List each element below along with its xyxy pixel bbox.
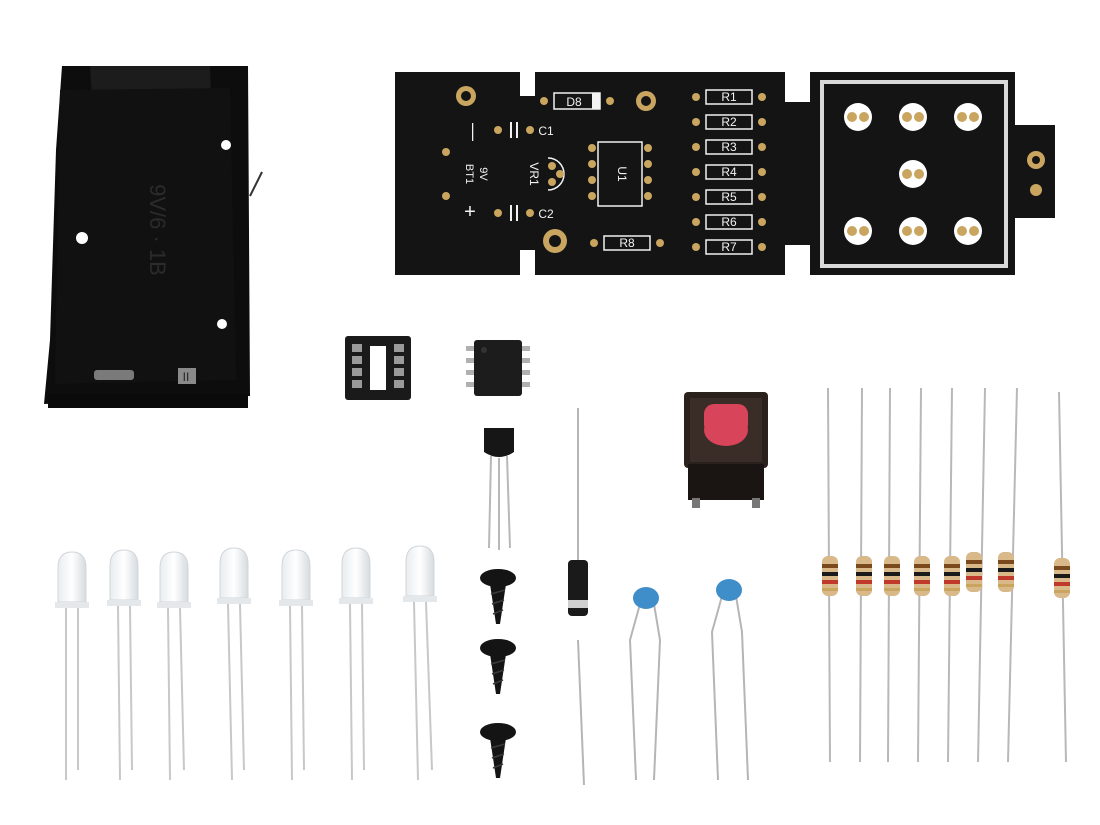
resistor-icon: [856, 387, 872, 763]
led-icon: [55, 551, 89, 780]
led-icon: [339, 547, 373, 781]
resistor-icon: [966, 387, 986, 763]
silk-minus: —: [464, 123, 484, 141]
led-icon: [279, 549, 313, 781]
resistor-icon: [822, 387, 838, 763]
silk-r5: R5: [721, 190, 737, 204]
resistor-icon: [884, 387, 900, 763]
resistor-group: [822, 387, 1070, 763]
resistor-icon: [1054, 391, 1070, 763]
ceramic-capacitor-icon: [628, 579, 749, 781]
led-group: [55, 545, 437, 781]
silk-c2: C2: [538, 207, 554, 221]
resistor-icon: [914, 387, 930, 763]
silk-9v: 9V: [477, 167, 489, 181]
led-icon: [157, 551, 191, 781]
pcb-board-icon: R1 R2 R3 R4 R5 R6 R7 R8 D8 C1 C2: [395, 72, 1055, 275]
silk-u1: U1: [615, 166, 629, 182]
led-icon: [403, 545, 437, 781]
transistor-icon: [484, 428, 514, 550]
push-button-icon: [684, 392, 768, 508]
resistor-icon: [944, 387, 960, 763]
led-icon: [107, 549, 141, 781]
silk-d8: D8: [566, 95, 582, 109]
resistor-icon: [998, 387, 1018, 763]
battery-holder-icon: 9V/6 · 1B II: [44, 66, 263, 408]
silk-vr1: VR1: [527, 162, 541, 186]
silk-r3: R3: [721, 140, 737, 154]
silk-r4: R4: [721, 165, 737, 179]
silk-r6: R6: [721, 215, 737, 229]
silk-r7: R7: [721, 240, 737, 254]
silk-r8: R8: [619, 236, 635, 250]
silk-plus: +: [464, 201, 476, 223]
battery-polarity-mark: II: [183, 370, 190, 384]
ic-socket-icon: [345, 336, 411, 400]
silk-c1: C1: [538, 124, 554, 138]
ic-chip-icon: [466, 340, 530, 396]
led-pad-group: [844, 103, 982, 245]
led-icon: [217, 547, 251, 781]
silk-r2: R2: [721, 115, 737, 129]
silk-bt1: BT1: [463, 164, 475, 184]
silk-r1: R1: [721, 90, 737, 104]
battery-holder-embossed-text: 9V/6 · 1B: [145, 184, 170, 276]
diode-icon: [568, 408, 588, 786]
screw-icon: [480, 569, 516, 778]
resistor-footprints: R1 R2 R3 R4 R5 R6 R7: [692, 89, 766, 255]
